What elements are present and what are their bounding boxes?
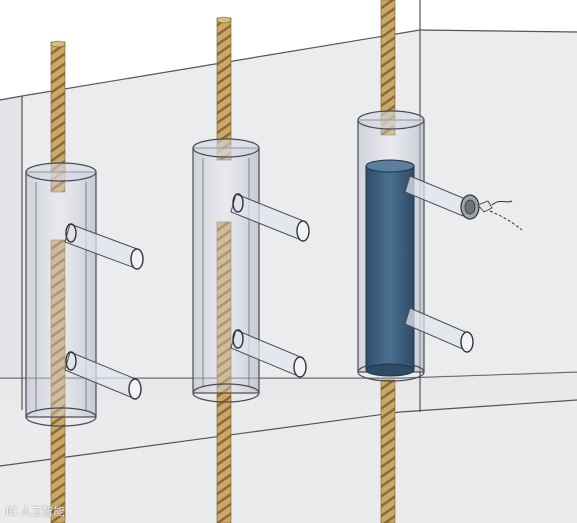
grout-pipe-lower — [64, 351, 142, 400]
sleeve-empty-left — [25, 40, 144, 523]
lower-concrete-block — [0, 371, 577, 523]
grout-pipe-lower — [404, 307, 474, 353]
upper-concrete-block — [0, 0, 577, 412]
grout-pipe-upper — [64, 223, 144, 270]
grout-pipe-upper — [230, 193, 310, 242]
rebar-lower-right — [380, 379, 396, 523]
grout-fill — [365, 165, 415, 371]
sleeve-grouted-right — [357, 0, 523, 523]
sleeve-empty-middle — [192, 16, 310, 523]
watermark-text: IC 人工智能 — [6, 505, 65, 518]
grout-pipe-lower — [230, 329, 307, 378]
grout-pipe-upper-with-gauge — [404, 175, 523, 231]
sleeve-body — [25, 171, 97, 418]
pressure-gauge-icon — [460, 194, 523, 231]
